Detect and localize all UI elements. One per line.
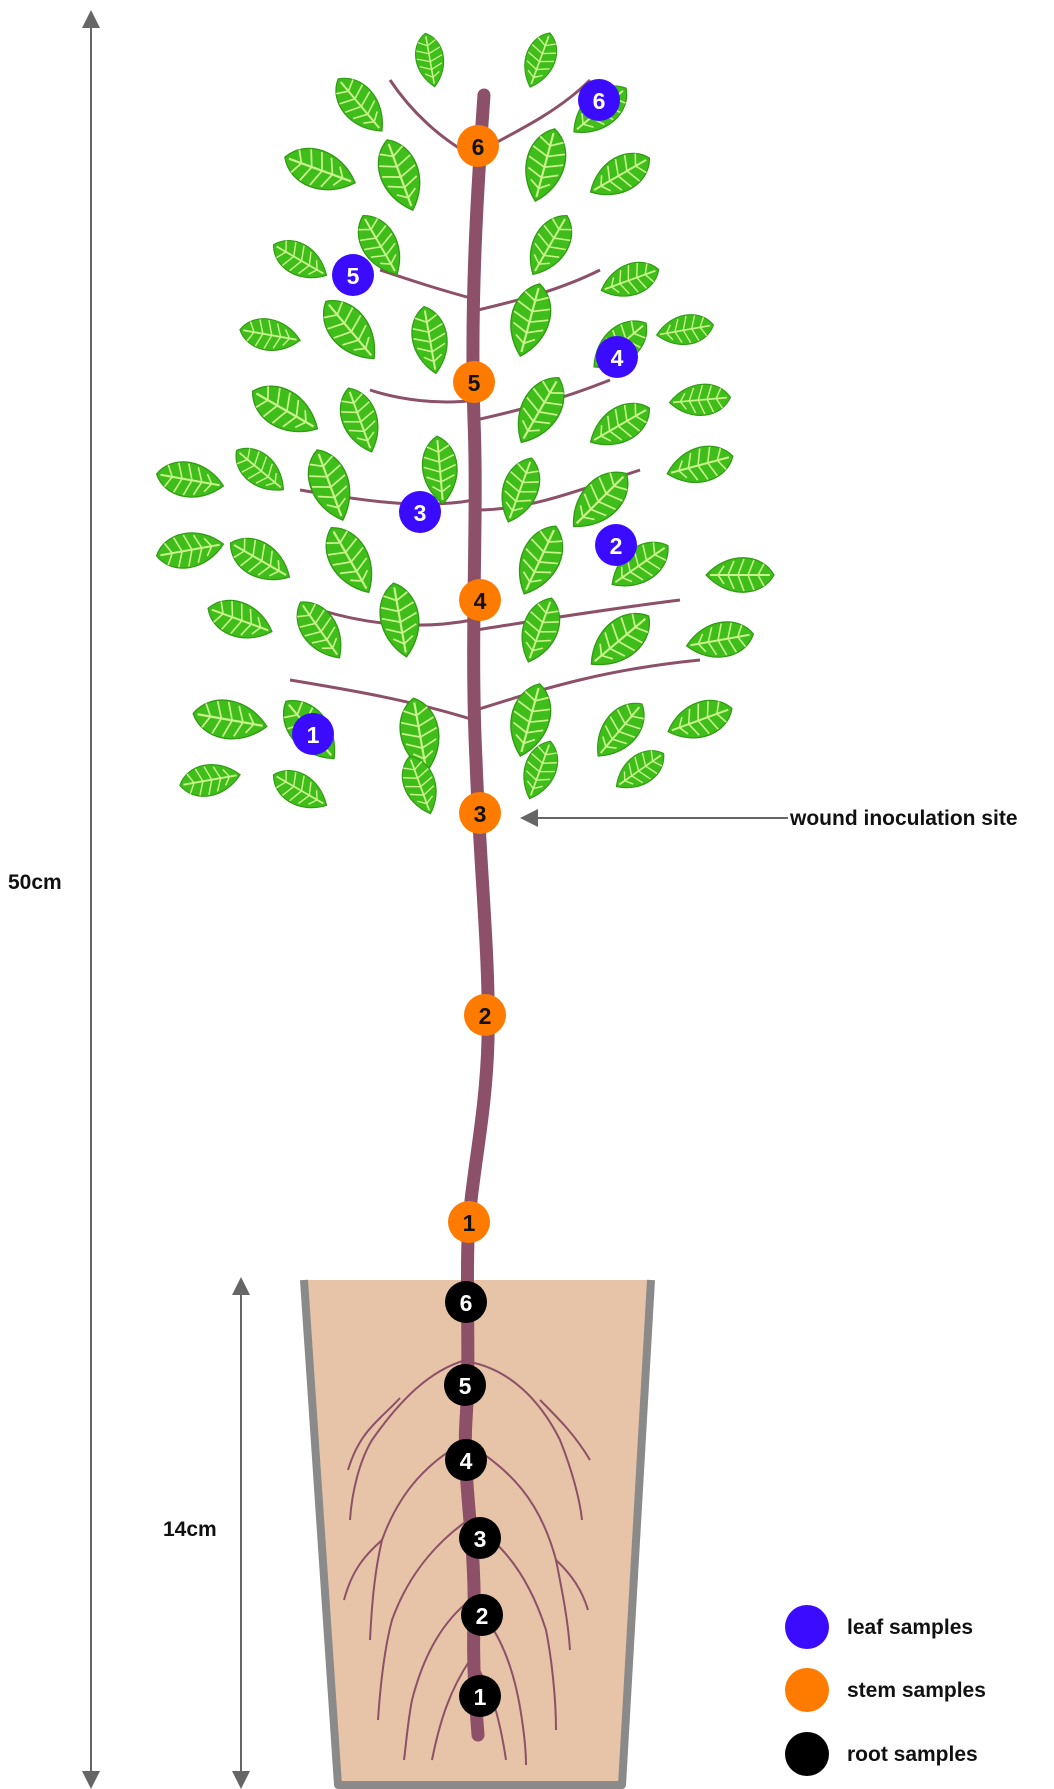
svg-text:2: 2 [610, 533, 623, 559]
legend-root-swatch [785, 1732, 829, 1776]
svg-text:6: 6 [472, 134, 485, 160]
svg-text:5: 5 [347, 263, 360, 289]
svg-text:6: 6 [593, 88, 606, 114]
svg-text:2: 2 [479, 1003, 492, 1029]
pot-depth-dimension: 14cm [163, 1277, 250, 1789]
legend: leaf samples stem samples root samples [785, 1605, 986, 1776]
svg-text:1: 1 [307, 722, 320, 748]
svg-text:4: 4 [460, 1448, 473, 1474]
svg-text:4: 4 [611, 345, 624, 371]
svg-text:1: 1 [474, 1684, 487, 1710]
svg-text:6: 6 [460, 1290, 473, 1316]
height-dimension: 50cm [8, 10, 100, 1789]
svg-text:5: 5 [459, 1373, 472, 1399]
svg-text:1: 1 [463, 1210, 476, 1236]
legend-stem-label: stem samples [847, 1679, 986, 1702]
wound-site-annotation: wound inoculation site [520, 807, 1018, 830]
pot-depth-label: 14cm [163, 1518, 217, 1541]
wound-site-label: wound inoculation site [789, 807, 1018, 830]
svg-text:4: 4 [474, 588, 487, 614]
svg-text:3: 3 [474, 1526, 487, 1552]
svg-text:2: 2 [476, 1603, 489, 1629]
legend-leaf-label: leaf samples [847, 1616, 973, 1639]
svg-text:5: 5 [468, 370, 481, 396]
svg-text:3: 3 [474, 801, 487, 827]
legend-stem-swatch [785, 1668, 829, 1712]
legend-leaf-swatch [785, 1605, 829, 1649]
legend-root-label: root samples [847, 1743, 978, 1766]
height-label: 50cm [8, 871, 62, 894]
svg-text:3: 3 [414, 500, 427, 526]
